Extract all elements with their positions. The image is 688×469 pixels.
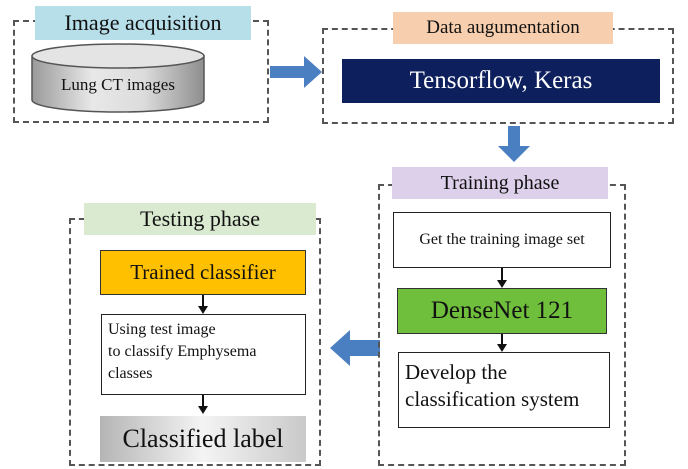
using-test-image-line-2: to classify Emphysema xyxy=(108,343,257,360)
arrow-left-training-to-testing xyxy=(330,330,380,366)
classified-label-background xyxy=(100,416,306,462)
testing-phase-title: Testing phase xyxy=(84,203,316,235)
develop-classification-system-box: Develop the classification system xyxy=(398,352,610,428)
data-augmentation-title: Data augumentation xyxy=(393,12,613,44)
trained-classifier-box: Trained classifier xyxy=(100,250,306,295)
develop-classification-line-2: classification system xyxy=(405,387,580,411)
develop-classification-line-1: Develop the xyxy=(405,360,508,384)
using-test-image-line-1: Using test image xyxy=(108,321,216,338)
arrow-right-acquisition-to-augmentation xyxy=(270,56,322,88)
arrow-down-icon xyxy=(198,295,208,414)
training-phase-title: Training phase xyxy=(392,167,608,199)
database-cylinder-icon xyxy=(31,43,205,113)
using-test-image-box: Using test image to classify Emphysema c… xyxy=(101,314,306,395)
arrow-down-icon xyxy=(497,268,507,352)
image-acquisition-title: Image acquisition xyxy=(35,6,251,40)
using-test-image-line-3: classes xyxy=(108,365,153,382)
get-training-image-set-box: Get the training image set xyxy=(393,212,611,268)
arrow-down-augmentation-to-training xyxy=(498,126,530,162)
classified-label-text: Classified label xyxy=(122,424,284,453)
tensorflow-keras-box: Tensorflow, Keras xyxy=(342,59,660,103)
lung-ct-images-label: Lung CT images xyxy=(61,75,175,94)
densenet-121-box: DenseNet 121 xyxy=(397,288,607,334)
